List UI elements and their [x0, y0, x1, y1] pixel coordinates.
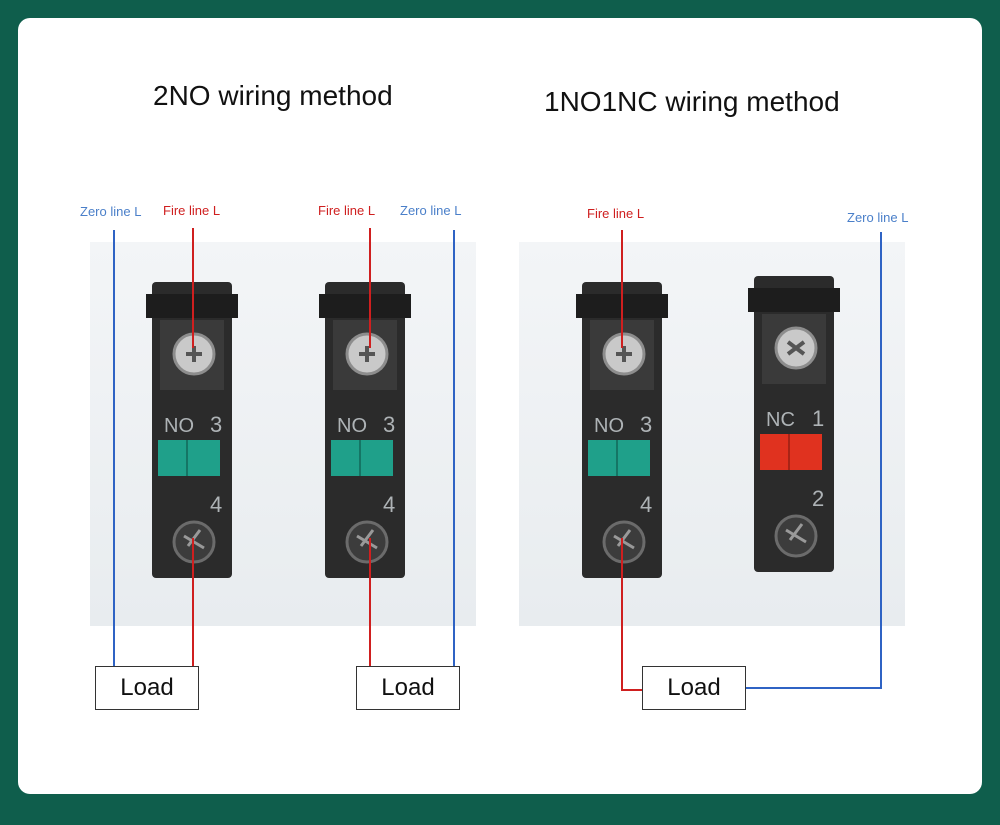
contact-block-4-type: NC: [766, 409, 795, 431]
contact-block-3-indicator: [588, 440, 650, 476]
diagram-card: 2NO wiring method 1NO1NC wiring method Z…: [18, 18, 982, 794]
zero-line-label-2: Zero line L: [400, 203, 462, 218]
right-section-title: 1NO1NC wiring method: [544, 86, 840, 117]
contact-block-2-bottom-terminal: 4: [383, 492, 395, 517]
contact-block-4-drawing: NC 1 2: [748, 276, 840, 572]
wiring-overlay: [113, 228, 882, 691]
contact-block-2-drawing: NO 3 4: [319, 282, 411, 578]
contact-block-4-bottom-terminal: 2: [812, 486, 824, 511]
zero-line-label-3: Zero line L: [847, 210, 909, 225]
load-box-2: Load: [356, 666, 460, 710]
contact-block-2-type: NO: [337, 415, 367, 437]
contact-block-1-top-terminal: 3: [210, 412, 222, 437]
contact-block-2-indicator: [331, 440, 393, 476]
left-section-title: 2NO wiring method: [153, 80, 393, 111]
contact-block-2-top-terminal: 3: [383, 412, 395, 437]
contact-block-1-drawing: NO 3 4: [146, 282, 238, 578]
zero-line-label-1: Zero line L: [80, 204, 142, 219]
contact-block-1: NO 3 4: [146, 280, 238, 580]
zero-wire-3: [746, 232, 882, 689]
contact-block-2: NO 3 4: [319, 280, 411, 580]
contact-block-3-top-terminal: 3: [640, 412, 652, 437]
fire-line-label-2: Fire line L: [318, 203, 376, 218]
contact-block-4-top-terminal: 1: [812, 406, 824, 431]
contact-block-1-indicator: [158, 440, 220, 476]
fire-line-label-3: Fire line L: [587, 206, 645, 221]
load-box-3: Load: [642, 666, 746, 710]
contact-block-4: NC 1 2: [748, 274, 840, 574]
load-wire-3: [621, 538, 642, 691]
contact-block-3-bottom-terminal: 4: [640, 492, 652, 517]
fire-line-label-1: Fire line L: [163, 203, 221, 218]
contact-block-1-type: NO: [164, 415, 194, 437]
contact-block-1-bottom-terminal: 4: [210, 492, 222, 517]
load-box-1: Load: [95, 666, 199, 710]
contact-block-4-indicator: [760, 434, 822, 470]
contact-block-3-type: NO: [594, 415, 624, 437]
